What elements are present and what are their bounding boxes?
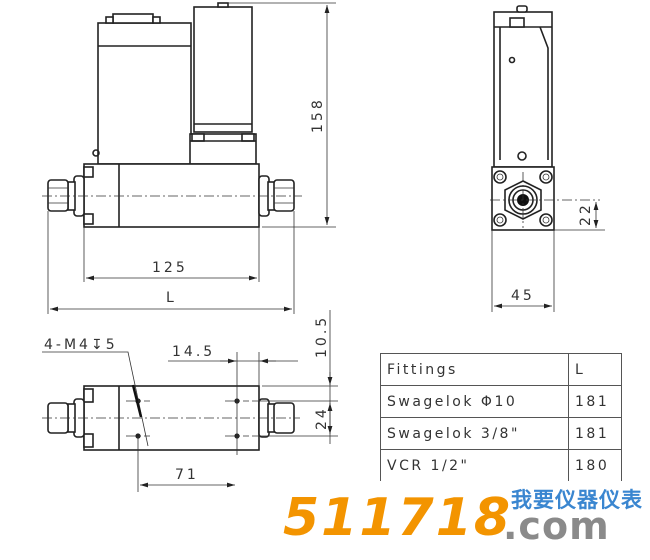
- header-fittings: Fittings: [380, 353, 569, 386]
- header-L: L: [568, 353, 622, 386]
- fitting-name: VCR 1/2": [380, 449, 569, 481]
- dim-total-length-L: L: [166, 290, 177, 306]
- watermark-number: 511718: [283, 488, 513, 548]
- fittings-table: Fittings L Swagelok Φ10 181 Swagelok 3/8…: [380, 353, 622, 481]
- table-row: VCR 1/2" 180: [380, 449, 622, 481]
- dim-hole-spacing-71: 71: [175, 467, 199, 483]
- dim-port-height-22: 22: [578, 202, 594, 226]
- table-row: Swagelok 3/8" 181: [380, 417, 622, 450]
- fitting-name: Swagelok 3/8": [380, 417, 569, 450]
- table-header-row: Fittings L: [380, 353, 622, 386]
- watermark-chinese: 我要仪器仪表: [511, 488, 643, 512]
- dim-hole-offset-14-5: 14.5: [172, 344, 215, 360]
- fitting-length: 181: [568, 417, 622, 450]
- thread-note: 4-M4↧5: [44, 337, 118, 353]
- dim-width-45: 45: [511, 288, 535, 304]
- fitting-name: Swagelok Φ10: [380, 385, 569, 418]
- watermark-domain: .com: [503, 504, 610, 548]
- bottom-view: 4-M4↧5 14.5 10.5 24 71: [42, 310, 338, 492]
- dim-edge-offset-10-5: 10.5: [314, 315, 330, 358]
- dim-body-length-125: 125: [152, 260, 188, 276]
- side-view: 22 45: [490, 5, 605, 312]
- fitting-length: 181: [568, 385, 622, 418]
- dim-height-158: 158: [310, 97, 326, 133]
- front-view: 158 125 L: [42, 2, 336, 314]
- table-row: Swagelok Φ10 181: [380, 385, 622, 418]
- fitting-length: 180: [568, 449, 622, 481]
- dim-hole-spacing-24: 24: [314, 406, 330, 430]
